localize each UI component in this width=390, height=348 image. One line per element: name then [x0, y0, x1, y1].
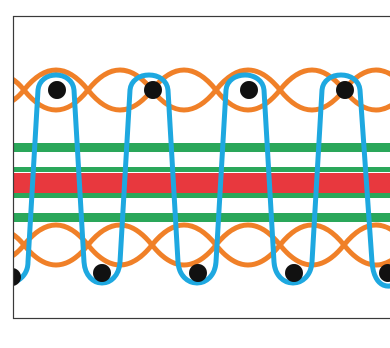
dot-top-2	[144, 81, 162, 99]
dot-top-4	[336, 81, 354, 99]
dot-bottom-2	[189, 264, 207, 282]
green-band-lower-thin	[0, 193, 390, 198]
dot-top-1	[48, 81, 66, 99]
dot-top-3	[240, 81, 258, 99]
dot-bottom-1	[93, 264, 111, 282]
red-band	[0, 173, 390, 193]
dot-bottom-3	[285, 264, 303, 282]
green-band-upper-thin	[0, 167, 390, 172]
green-band-top	[0, 143, 390, 152]
dot-bottom-0	[3, 268, 21, 286]
green-band-bottom	[0, 213, 390, 222]
